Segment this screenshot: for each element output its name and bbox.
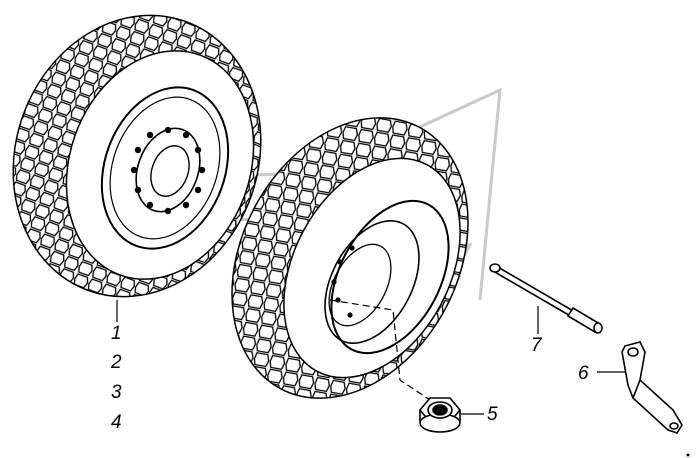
wheel-nut [418, 397, 462, 433]
callout-5: 5 [487, 404, 498, 425]
mounting-bracket [621, 341, 683, 434]
rim-right-inner [324, 219, 420, 345]
callout-3: 3 [111, 382, 122, 403]
mark-dot [686, 453, 690, 457]
callout-2: 2 [111, 352, 122, 373]
callout-4: 4 [111, 412, 122, 433]
wheel-right [231, 117, 469, 399]
callout-7: 7 [531, 335, 542, 356]
bolt-holes-left [130, 126, 206, 215]
wheel-left [12, 14, 262, 298]
callout-6: 6 [578, 363, 589, 384]
retaining-rod [489, 263, 603, 334]
callout-1: 1 [111, 323, 122, 344]
